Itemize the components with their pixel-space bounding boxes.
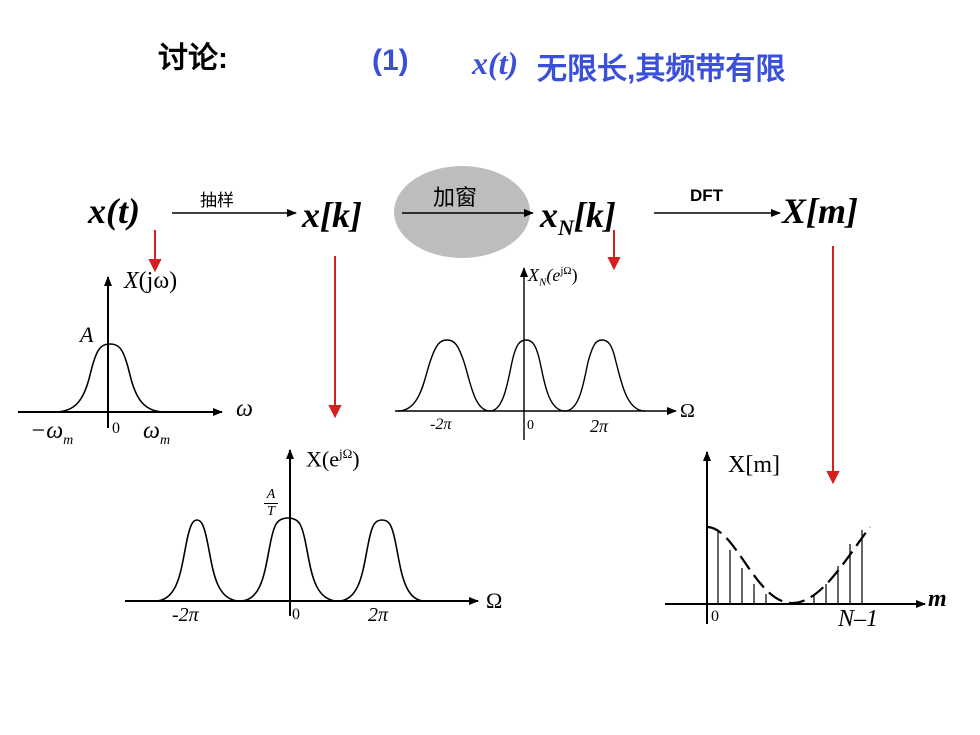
title-signal: x(t) bbox=[472, 45, 519, 81]
red-arrows bbox=[148, 230, 840, 485]
plot4-tick-end: N–1 bbox=[838, 606, 879, 632]
plot2-tick-zero: 0 bbox=[292, 606, 300, 623]
plot2-xaxis: Ω bbox=[486, 588, 503, 613]
plot2-tick-pos: 2π bbox=[368, 604, 389, 626]
node-x-t: x(t) bbox=[88, 191, 140, 231]
window-highlight-ellipse bbox=[394, 166, 530, 258]
plot2-tick-neg: -2π bbox=[172, 604, 199, 626]
plot1-ylabel: X(jω) bbox=[124, 268, 178, 294]
node-x-k: x[k] bbox=[302, 195, 362, 235]
plot3-ylabel: XN(ejΩ) bbox=[528, 265, 578, 289]
plot-dft bbox=[665, 451, 926, 624]
plot1-tick-zero: 0 bbox=[112, 420, 120, 437]
op-dft: DFT bbox=[690, 186, 724, 205]
discussion-label: 讨论: bbox=[158, 42, 228, 75]
node-X-m: X[m] bbox=[782, 191, 858, 231]
title-statement: 无限长,其频带有限 bbox=[537, 53, 786, 86]
plot3-xaxis: Ω bbox=[680, 400, 695, 422]
node-xn-k: xN[k] bbox=[540, 195, 616, 241]
plot4-tick-zero: 0 bbox=[711, 608, 719, 625]
op-window: 加窗 bbox=[433, 185, 478, 210]
plot1-xaxis: ω bbox=[236, 396, 253, 422]
plot-sampled bbox=[125, 449, 479, 616]
plot2-ylabel: X(ejΩ) bbox=[306, 446, 360, 472]
plot-windowed bbox=[395, 267, 677, 440]
item-number: (1) bbox=[372, 44, 409, 77]
plot3-tick-pos: 2π bbox=[590, 416, 609, 436]
plot1-peak: A bbox=[80, 322, 94, 347]
plot1-tick-neg: −ωm bbox=[30, 418, 74, 448]
plot2-peak: A T bbox=[264, 487, 278, 520]
plot-continuous bbox=[18, 276, 223, 428]
plot1-tick-pos: ωm bbox=[143, 418, 171, 448]
plot3-tick-neg: -2π bbox=[430, 416, 452, 433]
plot3-tick-zero: 0 bbox=[527, 418, 534, 433]
plot4-xaxis: m bbox=[928, 586, 947, 612]
op-sampling: 抽样 bbox=[200, 191, 234, 210]
plot4-ylabel: X[m] bbox=[728, 452, 780, 478]
